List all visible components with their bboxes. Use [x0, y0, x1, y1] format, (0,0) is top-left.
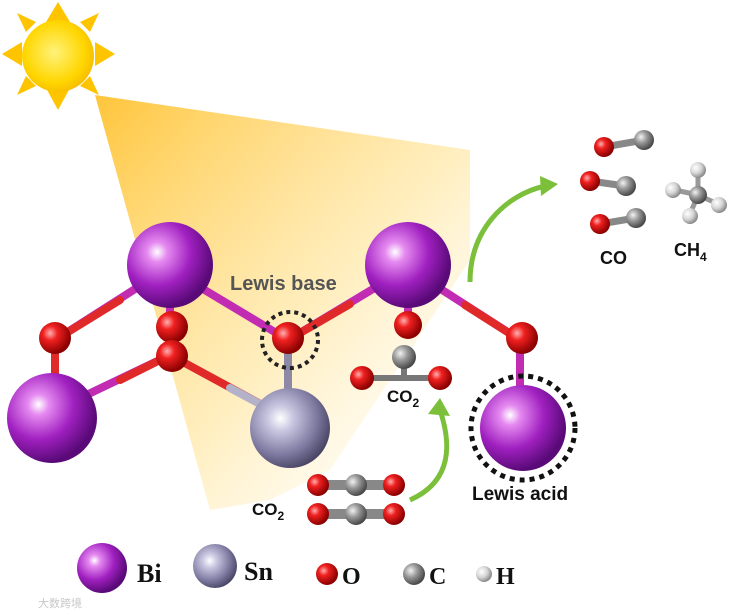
watermark: 大数跨境 — [38, 596, 82, 610]
co-label: CO — [600, 248, 627, 268]
legend: Bi Sn O C H — [77, 543, 515, 593]
arrow-products — [470, 176, 558, 282]
legend-h-swatch — [476, 566, 492, 582]
lewis-base-label: Lewis base — [230, 273, 337, 295]
bi-atom — [480, 385, 566, 471]
co2-molecule-gas — [307, 503, 405, 525]
legend-sn-swatch — [193, 544, 237, 588]
legend-o-label: O — [342, 564, 361, 590]
bi-atom — [7, 373, 97, 463]
o-atom — [156, 340, 188, 372]
ch4-label: CH4 — [674, 240, 707, 264]
co2-gas-label: CO2 — [252, 500, 285, 523]
o-atom — [39, 322, 71, 354]
o-atom — [156, 311, 188, 343]
arrow-adsorption — [410, 398, 450, 500]
legend-c-label: C — [429, 564, 446, 590]
co2-molecule-gas — [307, 474, 405, 496]
ch4-molecule — [665, 162, 727, 224]
co-molecule — [590, 208, 646, 234]
o-atom — [394, 311, 422, 339]
legend-bi-label: Bi — [137, 559, 162, 588]
bi-atom — [127, 222, 213, 308]
co-molecule — [594, 130, 654, 157]
bi-atom — [365, 222, 451, 308]
sn-atom — [250, 388, 330, 468]
legend-sn-label: Sn — [244, 557, 273, 586]
o-atom — [506, 322, 538, 354]
legend-bi-swatch — [77, 543, 127, 593]
legend-h-label: H — [496, 564, 515, 590]
legend-c-swatch — [403, 563, 425, 585]
sun-icon — [2, 2, 115, 110]
co2-adsorbed-label: CO2 — [387, 387, 420, 410]
co-molecule — [580, 171, 636, 196]
o-atom — [272, 322, 304, 354]
lewis-acid-label: Lewis acid — [472, 484, 568, 505]
legend-o-swatch — [316, 563, 338, 585]
